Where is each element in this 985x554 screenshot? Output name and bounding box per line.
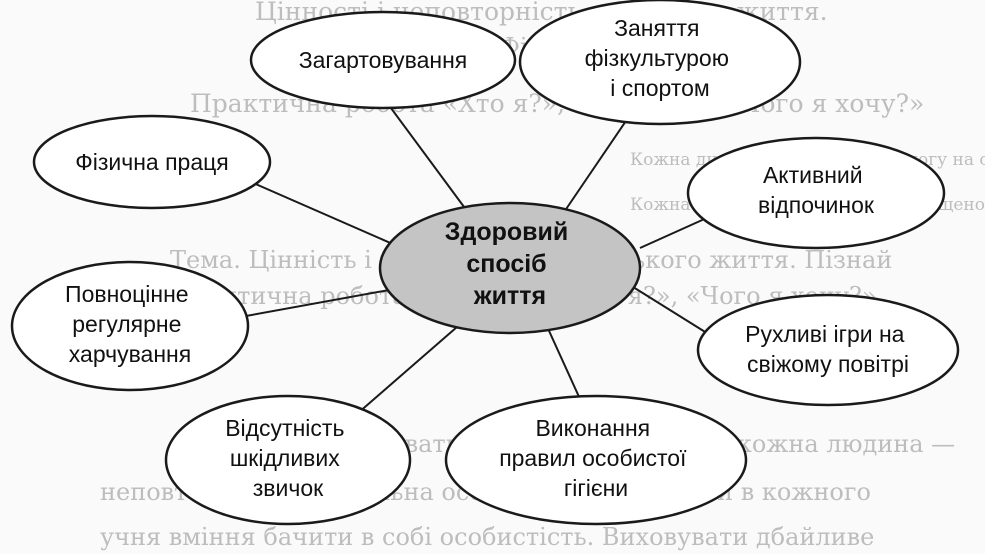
svg-text:Активний відпочинок: Активний відпочинок [758,162,875,218]
node-fizychna-pratsia: Фізична праця [32,114,272,210]
label-center-3: життя [473,282,546,310]
ellipse-fizychna-pratsia [32,114,272,210]
label-rukhlyvi-1: Рухливі ігри на [745,321,905,347]
ellipse-povnotsinne [10,260,250,392]
ellipse-zaniattia [518,0,802,126]
ellipse-center [378,201,642,335]
connector-rukhlyvi [624,281,711,336]
label-center-1: Здоровий [445,218,568,246]
svg-text:Загартовування: Загартовування [299,47,468,73]
connector-fizychna-pratsia [234,174,396,246]
svg-text:Відсутність шкідливих: Відсутність шкідливих звичок [225,415,351,501]
label-povnotsinne-2: регулярне [72,311,181,337]
label-fizychna-pratsia-1: Фізична праця [75,149,229,175]
connector-vidsutnist [349,319,466,421]
label-rukhlyvi-2: свіжому повітрі [747,351,909,377]
ellipse-vidsutnist [164,394,412,526]
node-rukhlyvi-ihry: Рухливі ігри на свіжому повітрі [696,293,960,407]
label-zaniattia-1: Заняття [614,15,699,41]
connector-povnotsinne [234,287,401,319]
node-vykonannia-hihiieny: Виконання правил особистої гігієни [444,394,748,526]
svg-text:Фізична праця: Фізична праця [75,149,229,175]
svg-text:Заняття фізкультурою: Заняття фізкультурою і спортом [585,15,736,101]
connector-lines [234,99,721,421]
svg-text:Рухливі ігри на свіжом: Рухливі ігри на свіжому повітрі [745,321,911,377]
node-zaniattia-fizkulturoiu: Заняття фізкультурою і спортом [518,0,802,126]
ellipse-zahartovuvannia [249,10,517,110]
label-vidsutnist-1: Відсутність [225,415,344,441]
label-vykonannia-2: правил особистої [499,445,687,471]
label-zaniattia-2: фізкультурою [585,45,729,71]
label-vidsutnist-3: звичок [253,475,324,501]
ellipse-aktyvnyi-vidpochynok [686,136,946,250]
label-povnotsinne-3: харчування [69,341,191,367]
node-zahartovuvannia: Загартовування [249,10,517,110]
label-aktyvnyi-1: Активний [763,162,863,188]
node-aktyvnyi-vidpochynok: Активний відпочинок [686,136,946,250]
ellipse-vykonannia [444,394,748,526]
label-zahartovuvannia-1: Загартовування [299,47,468,73]
node-vidsutnist-zvychok: Відсутність шкідливих звичок [164,394,412,526]
bg-line-8: учня вміння бачити в собі особистість. В… [100,523,874,551]
svg-text:Здоровий спосіб: Здоровий спосіб життя [445,218,575,310]
label-vidsutnist-2: шкідливих [230,445,340,471]
label-center-2: спосіб [466,250,546,278]
connector-zahartovuvannia [384,99,471,216]
label-povnotsinne-1: Повноцінне [65,281,189,307]
connector-zaniattia [559,114,631,219]
label-zaniattia-3: і спортом [610,75,709,101]
node-center-zdorovyi-sposib-zhyttia: Здоровий спосіб життя [378,201,642,335]
svg-text:Повноцінне регулярне: Повноцінне регулярне харчування [65,281,195,367]
label-vykonannia-1: Виконання [535,415,650,441]
ellipse-rukhlyvi [696,293,960,407]
label-aktyvnyi-2: відпочинок [758,192,875,218]
label-vykonannia-3: гігієни [564,475,628,501]
node-povnotsinne-kharchuvannia: Повноцінне регулярне харчування [10,260,250,392]
svg-text:Виконання правил особи: Виконання правил особистої гігієни [499,415,693,501]
